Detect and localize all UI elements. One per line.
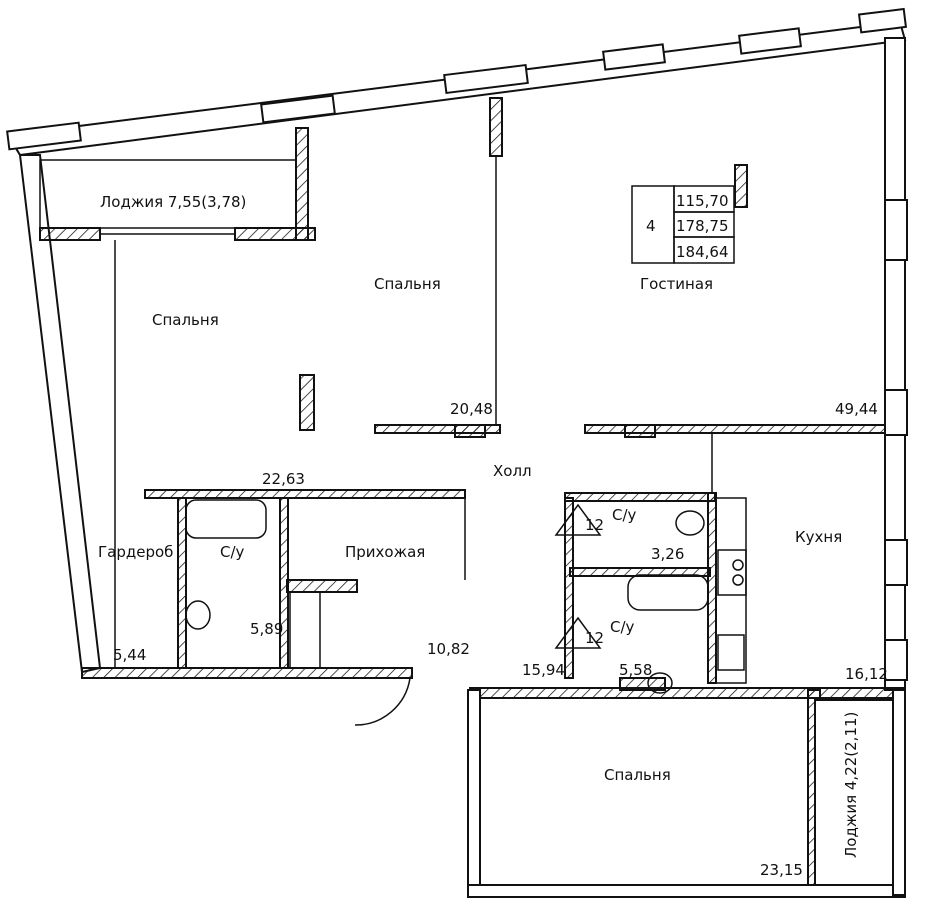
room-label-wardrobe: Гардероб xyxy=(98,543,173,561)
marker-triangle-1 xyxy=(554,616,602,649)
marker-1-label: 12 xyxy=(585,629,604,647)
room-label-bedroom-left: Спальня xyxy=(152,311,219,329)
living-area: 115,70 xyxy=(676,192,729,210)
area-bedroom-left: 22,63 xyxy=(262,470,305,488)
area-bath-bottom-right: 5,58 xyxy=(619,661,652,679)
bottom-bedroom-bottom-wall xyxy=(467,884,906,898)
area-entry: 10,82 xyxy=(427,640,470,658)
area-kitchen: 16,12 xyxy=(845,665,888,683)
room-label-entry: Прихожая xyxy=(345,543,425,561)
room-labels: Лоджия 7,55(3,78) Спальня Спальня Гостин… xyxy=(98,193,860,858)
room-label-bedroom-bottom: Спальня xyxy=(604,766,671,784)
total-area: 178,75 xyxy=(676,217,729,235)
room-label-bath-top-right: С/у xyxy=(612,506,637,524)
room-count: 4 xyxy=(646,217,656,235)
room-label-bath-bottom-right: С/у xyxy=(610,618,635,636)
area-hall: 15,94 xyxy=(522,661,565,679)
area-living: 49,44 xyxy=(835,400,878,418)
area-wardrobe: 5,44 xyxy=(113,646,146,664)
area-bedroom-bottom: 23,15 xyxy=(760,861,803,879)
room-label-loggia-top: Лоджия 7,55(3,78) xyxy=(100,193,246,211)
right-wall xyxy=(884,37,906,691)
room-label-bath-left: С/у xyxy=(220,543,245,561)
marker-triangle-2 xyxy=(554,503,602,536)
area-bedroom-mid: 20,48 xyxy=(450,400,493,418)
loggia-right-outer-wall xyxy=(892,689,906,896)
interior-walls xyxy=(39,97,894,886)
outer-walls xyxy=(6,7,908,898)
room-label-kitchen: Кухня xyxy=(795,528,842,546)
bottom-bedroom-left-wall xyxy=(467,689,481,896)
room-label-living: Гостиная xyxy=(640,275,713,293)
room-label-hall: Холл xyxy=(493,462,532,480)
area-bath-top-right: 3,26 xyxy=(651,545,684,563)
marker-2-label: 12 xyxy=(585,516,604,534)
area-labels: 20,48 49,44 22,63 5,89 5,44 10,82 3,26 5… xyxy=(113,400,888,879)
room-label-bedroom-mid: Спальня xyxy=(374,275,441,293)
area-bath-left: 5,89 xyxy=(250,620,283,638)
room-label-loggia-right: Лоджия 4,22(2,11) xyxy=(842,712,860,858)
bottom-wall-mid xyxy=(469,687,906,699)
apartment-summary-table: 4 115,70 178,75 184,64 xyxy=(631,164,748,264)
total-with-loggias: 184,64 xyxy=(676,243,729,261)
bottom-wall-left xyxy=(81,667,413,679)
